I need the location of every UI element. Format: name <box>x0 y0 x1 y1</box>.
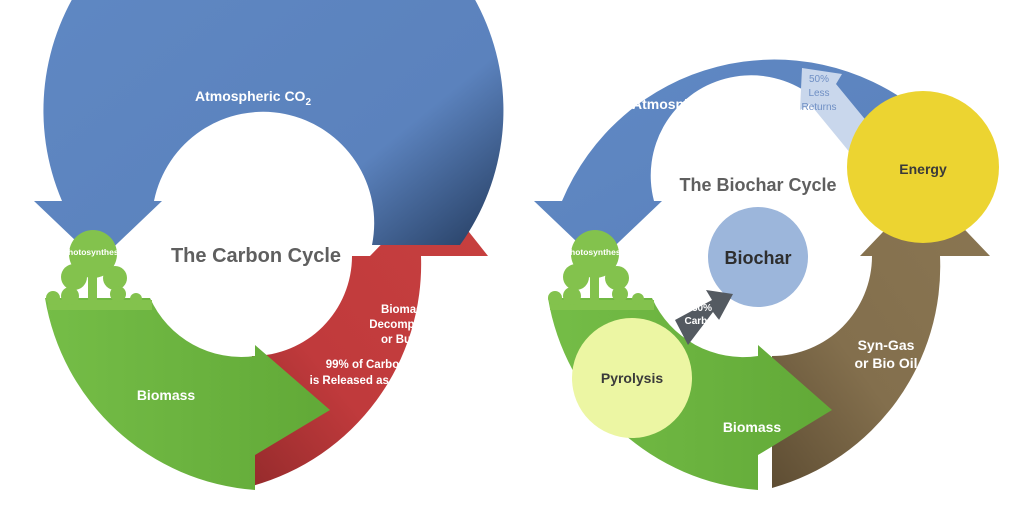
biomass-label: Biomass <box>723 419 782 435</box>
svg-text:50%: 50% <box>809 74 829 85</box>
atmospheric-arrow <box>534 59 918 262</box>
biomass-label: Biomass <box>137 387 196 403</box>
tree-icon <box>46 230 152 310</box>
carbon-label: 50% Carbon <box>685 303 720 327</box>
svg-text:is Released as CO2: is Released as CO2 <box>310 375 415 390</box>
svg-text:Decomposes: Decomposes <box>369 319 441 331</box>
decomposes-label: Biomass Decomposes or Burns <box>369 304 441 346</box>
biochar-label: Biochar <box>724 248 791 268</box>
svg-text:Carbon: Carbon <box>685 316 720 327</box>
pyrolysis-label: Pyrolysis <box>601 370 663 386</box>
carbon-arrow <box>675 290 733 345</box>
carbon-cycle: Photosynthesis Atmospheric CO2 The Carbo… <box>34 0 504 490</box>
svg-text:Less: Less <box>808 88 829 99</box>
biochar-circle <box>708 207 808 307</box>
tree-icon <box>548 230 654 310</box>
biomass-arrow <box>45 298 330 490</box>
atmospheric-label: Atmospheric CO2 <box>632 96 748 116</box>
atmospheric-arrow <box>34 0 504 262</box>
carbon-cycle-title: The Carbon Cycle <box>171 245 341 267</box>
biochar-cycle: 50% Less Returns Energy Biochar 50% Carb… <box>534 59 999 490</box>
svg-text:99% of Carbon: 99% of Carbon <box>326 359 407 371</box>
photosynthesis-label: Photosynthesis <box>62 247 126 257</box>
energy-label: Energy <box>899 161 947 177</box>
pyrolysis-circle <box>572 318 692 438</box>
svg-text:Returns: Returns <box>801 102 836 113</box>
energy-circle <box>847 91 999 243</box>
svg-text:Syn-Gas: Syn-Gas <box>858 337 915 353</box>
released-label: 99% of Carbon is Released as CO2 <box>310 359 415 390</box>
svg-text:or Burns: or Burns <box>381 334 429 346</box>
biochar-cycle-title: The Biochar Cycle <box>679 175 836 195</box>
syngas-label: Syn-Gas or Bio Oil <box>855 337 918 371</box>
svg-text:or Bio Oil: or Bio Oil <box>855 355 918 371</box>
atmospheric-label: Atmospheric CO2 <box>195 88 311 108</box>
svg-text:Biomass: Biomass <box>381 304 429 316</box>
less-returns-label: 50% Less Returns <box>801 74 836 113</box>
photosynthesis-label: Photosynthesis <box>564 247 628 257</box>
svg-text:50%: 50% <box>692 303 712 314</box>
